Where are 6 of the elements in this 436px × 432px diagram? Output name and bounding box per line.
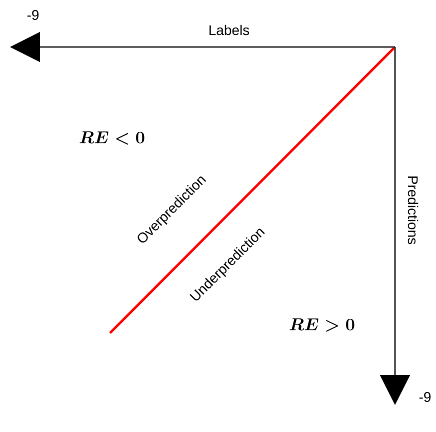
axis-label: Labels xyxy=(210,24,250,36)
axis-value: -9 xyxy=(27,10,39,20)
region-formula: $RE > 0$ xyxy=(290,318,354,332)
axis-value: -9 xyxy=(419,392,431,402)
axis-label: Predictions xyxy=(408,176,418,244)
region-formula: $RE < 0$ xyxy=(80,131,144,145)
